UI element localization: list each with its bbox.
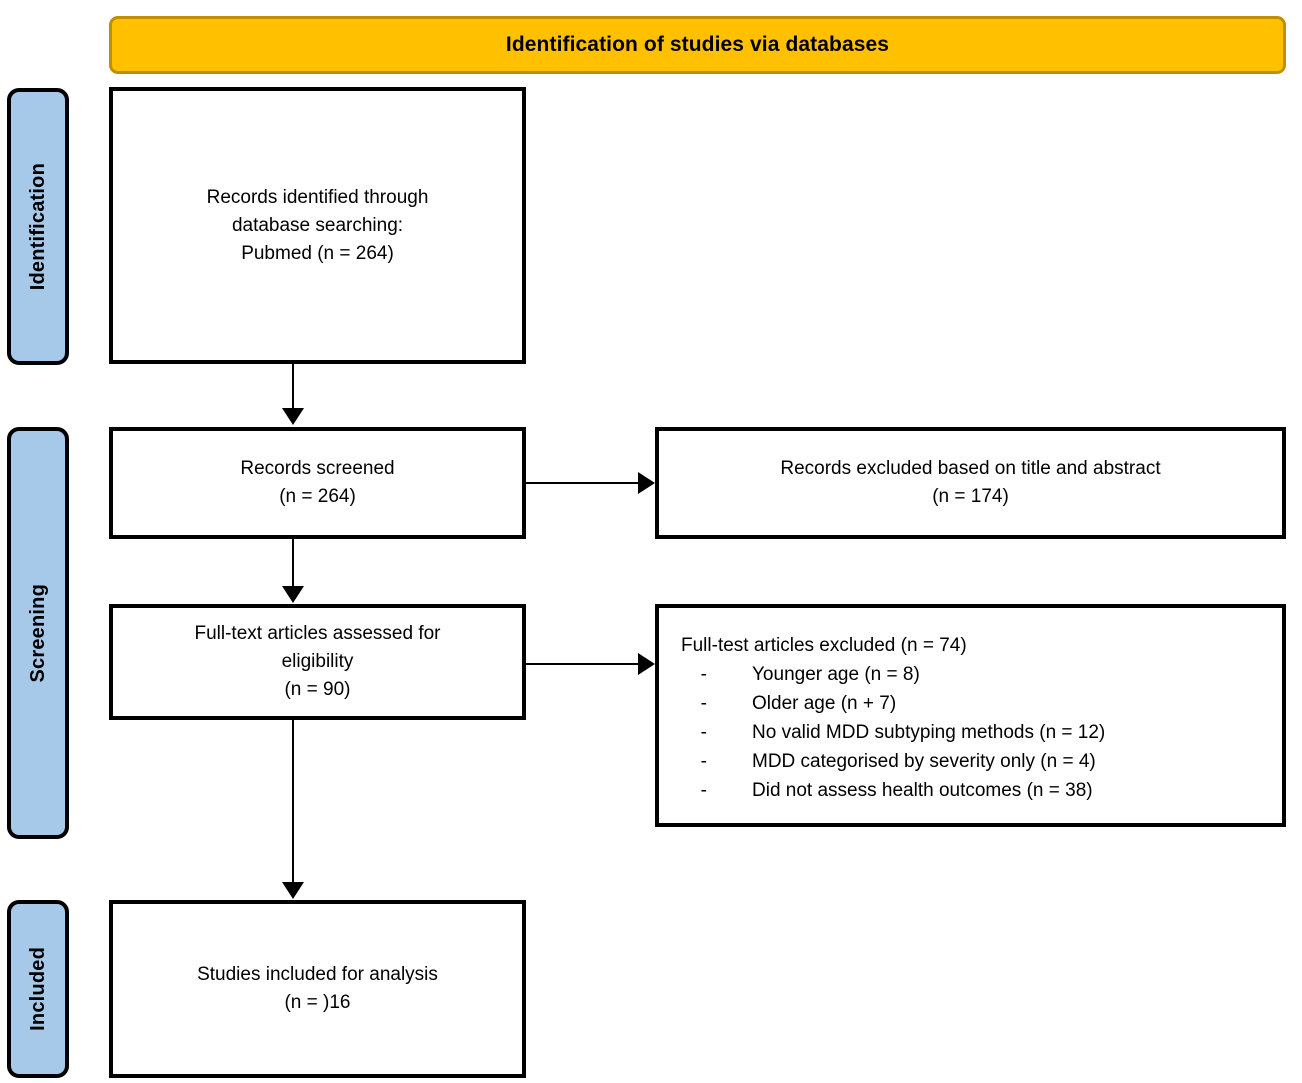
- stage-label-screening: Screening: [7, 427, 69, 839]
- exclusion-reason-bullet: -: [700, 722, 707, 743]
- connector-screened-to-fulltext-arrowhead: [282, 586, 304, 603]
- exclusion-reason-text: No valid MDD subtyping methods (n = 12): [752, 722, 1106, 743]
- stage-label-included: Included: [7, 900, 69, 1078]
- connector-fulltext-to-included-arrowhead: [282, 882, 304, 899]
- connector-identified-to-screened-line: [292, 364, 294, 410]
- exclusion-reason-item: - MDD categorised by severity only (n = 4…: [659, 747, 1282, 776]
- box-fulltext-assessed: Full-text articles assessed for eligibil…: [109, 604, 526, 720]
- exclusion-reason-item: - Older age (n + 7): [659, 689, 1282, 718]
- box-fulltext-assessed-text: Full-text articles assessed for eligibil…: [194, 623, 441, 700]
- connector-identified-to-screened-arrowhead: [282, 408, 304, 425]
- connector-screened-to-excluded-line: [526, 482, 638, 484]
- exclusion-reason-bullet: -: [700, 664, 707, 685]
- stage-label-identification: Identification: [7, 88, 69, 365]
- exclusion-reason-text: MDD categorised by severity only (n = 4): [752, 751, 1096, 772]
- exclusion-reason-list: - Younger age (n = 8) - Older age (n + 7) - N…: [659, 660, 1282, 805]
- stage-label-included-text: Included: [26, 947, 49, 1031]
- box-records-excluded-title-abstract: Records excluded based on title and abst…: [655, 427, 1286, 539]
- exclusion-reason-item: - Younger age (n = 8): [659, 660, 1282, 689]
- box-records-identified: Records identified through database sear…: [109, 87, 526, 364]
- box-records-identified-text: Records identified through database sear…: [206, 186, 429, 264]
- box-records-screened: Records screened (n = 264): [109, 427, 526, 539]
- connector-fulltext-to-included-line: [292, 720, 294, 883]
- exclusion-reason-bullet: -: [700, 693, 707, 714]
- diagram-header-banner: Identification of studies via databases: [109, 16, 1286, 74]
- box-fulltext-excluded: Full-test articles excluded (n = 74) - Yo…: [655, 604, 1286, 827]
- exclusion-reason-text: Older age (n + 7): [752, 693, 897, 714]
- box-studies-included-text: Studies included for analysis (n = )16: [197, 964, 438, 1013]
- box-fulltext-excluded-title: Full-test articles excluded (n = 74): [681, 635, 967, 656]
- connector-fulltext-to-excluded-arrowhead: [638, 653, 655, 675]
- exclusion-reason-text: Did not assess health outcomes (n = 38): [752, 780, 1093, 801]
- box-records-excluded-title-abstract-text: Records excluded based on title and abst…: [780, 458, 1161, 507]
- connector-screened-to-fulltext-line: [292, 539, 294, 587]
- box-records-screened-text: Records screened (n = 264): [240, 458, 395, 507]
- exclusion-reason-item: - Did not assess health outcomes (n = 38): [659, 776, 1282, 805]
- connector-fulltext-to-excluded-line: [526, 663, 638, 665]
- stage-label-screening-text: Screening: [26, 583, 49, 683]
- stage-label-identification-text: Identification: [26, 162, 49, 291]
- exclusion-reason-bullet: -: [700, 751, 707, 772]
- box-studies-included: Studies included for analysis (n = )16: [109, 900, 526, 1078]
- exclusion-reason-text: Younger age (n = 8): [752, 664, 920, 685]
- exclusion-reason-item: - No valid MDD subtyping methods (n = 12): [659, 718, 1282, 747]
- diagram-title: Identification of studies via databases: [505, 33, 890, 56]
- connector-screened-to-excluded-arrowhead: [638, 472, 655, 494]
- exclusion-reason-bullet: -: [700, 780, 707, 801]
